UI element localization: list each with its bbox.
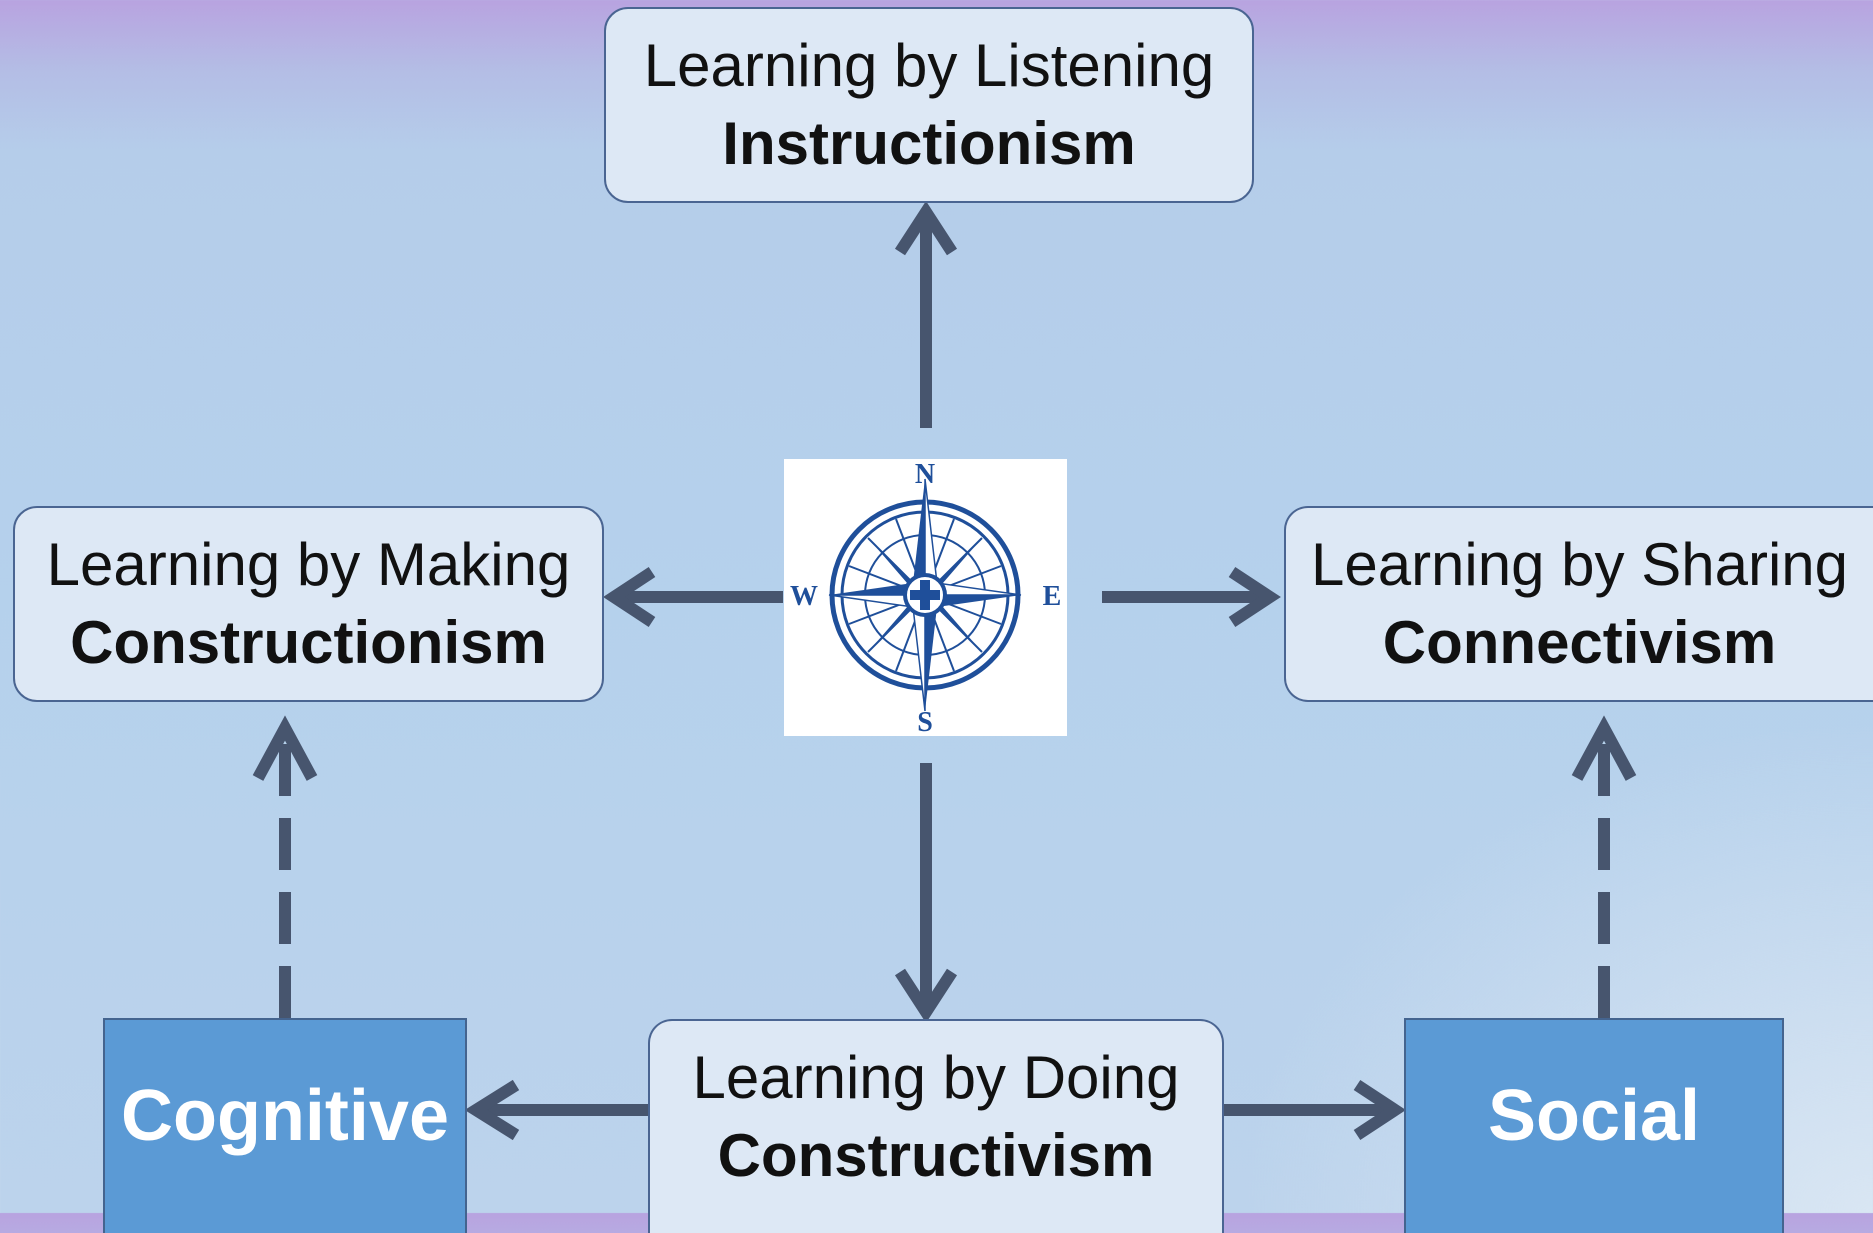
compass-rose-icon: N S W E [784, 459, 1067, 738]
node-north: Learning by Listening Instructionism [604, 7, 1254, 203]
node-south-title: Learning by Doing [692, 1044, 1180, 1111]
node-east: Learning by Sharing Connectivism [1284, 506, 1873, 702]
compass-south-label: S [917, 707, 933, 736]
node-north-title: Learning by Listening [643, 32, 1215, 99]
node-west: Learning by Making Constructionism [13, 506, 604, 702]
category-social: Social [1404, 1018, 1784, 1233]
node-north-theory: Instructionism [722, 110, 1136, 177]
node-west-theory: Constructionism [70, 609, 547, 676]
node-west-title: Learning by Making [46, 531, 571, 598]
category-cognitive: Cognitive [103, 1018, 467, 1233]
node-east-title: Learning by Sharing [1310, 531, 1849, 598]
node-east-theory: Connectivism [1382, 609, 1777, 676]
compass-east-label: E [1043, 581, 1062, 612]
compass-north-label: N [915, 459, 935, 490]
compass-west-label: W [790, 581, 818, 612]
node-south: Learning by Doing Constructivism [648, 1019, 1224, 1233]
node-south-theory: Constructivism [717, 1122, 1155, 1189]
